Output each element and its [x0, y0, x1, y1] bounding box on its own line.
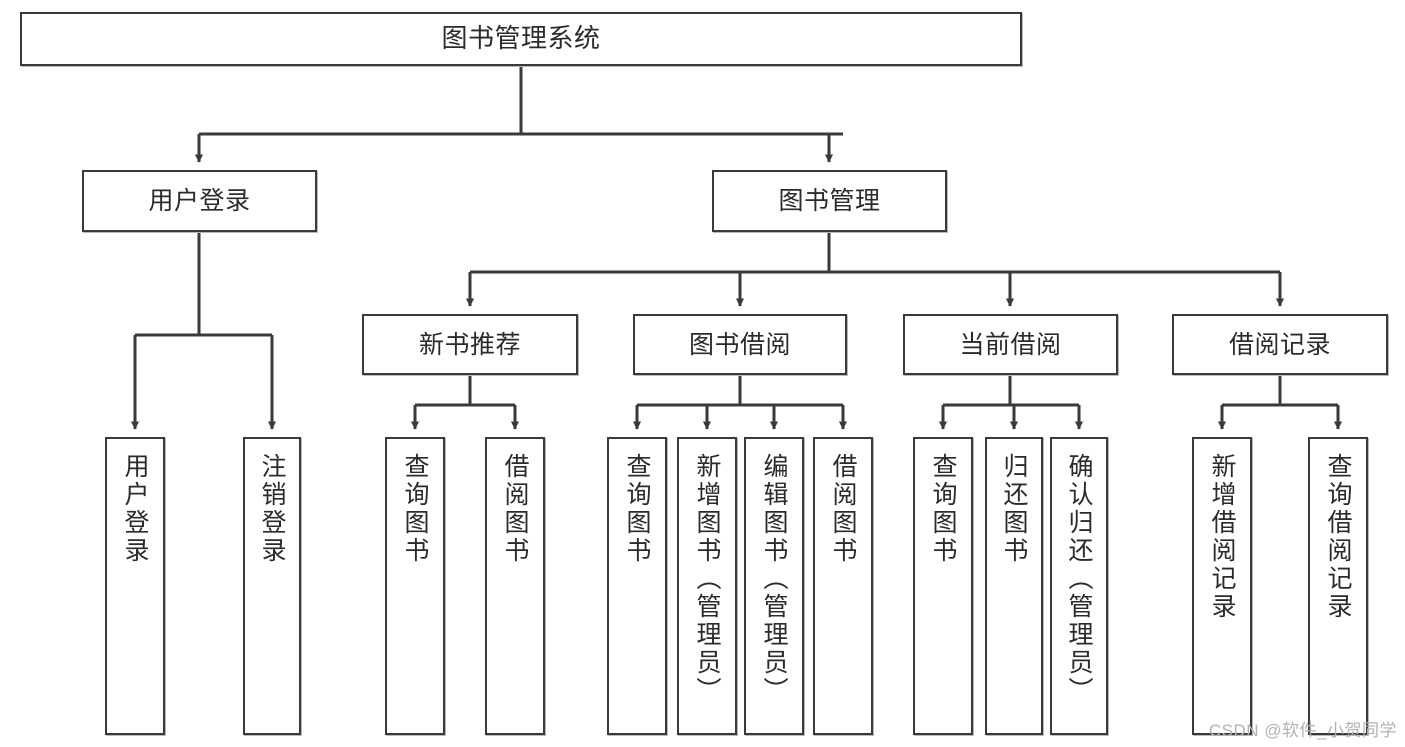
node-leaf-borrow-book-label: 借阅图书 [829, 453, 857, 565]
node-leaf-current-confirm-return-label: 确认归还（管理员） [1065, 453, 1093, 705]
node-current-borrow-label: 当前借阅 [959, 330, 1062, 359]
node-borrow-records[interactable]: 借阅记录 [1172, 314, 1388, 375]
node-book-borrow-label: 图书借阅 [688, 330, 791, 359]
node-book-borrow[interactable]: 图书借阅 [633, 314, 847, 375]
node-leaf-borrow-book[interactable]: 借阅图书 [813, 437, 873, 735]
node-leaf-current-return-label: 归还图书 [1000, 453, 1028, 565]
node-leaf-borrow-add-book-label: 新增图书（管理员） [693, 453, 721, 705]
node-user-login[interactable]: 用户登录 [82, 170, 317, 232]
node-leaf-record-add[interactable]: 新增借阅记录 [1192, 437, 1252, 735]
node-leaf-user-login-label: 用户登录 [121, 453, 149, 565]
node-leaf-record-add-label: 新增借阅记录 [1208, 453, 1236, 621]
node-book-management[interactable]: 图书管理 [712, 170, 947, 232]
node-leaf-borrow-add-book[interactable]: 新增图书（管理员） [677, 437, 737, 735]
node-new-book-recommend[interactable]: 新书推荐 [362, 314, 578, 375]
node-user-login-label: 用户登录 [148, 187, 251, 215]
node-leaf-newbook-borrow[interactable]: 借阅图书 [485, 437, 545, 735]
node-leaf-record-query-label: 查询借阅记录 [1324, 453, 1352, 621]
node-borrow-records-label: 借阅记录 [1228, 330, 1331, 359]
node-current-borrow[interactable]: 当前借阅 [903, 314, 1118, 375]
node-leaf-borrow-query-label: 查询图书 [623, 453, 651, 565]
node-leaf-current-confirm-return[interactable]: 确认归还（管理员） [1050, 437, 1108, 735]
node-leaf-user-logout[interactable]: 注销登录 [243, 437, 301, 735]
node-root-label: 图书管理系统 [441, 23, 601, 54]
node-new-book-recommend-label: 新书推荐 [418, 330, 521, 359]
node-leaf-current-query[interactable]: 查询图书 [913, 437, 973, 735]
node-leaf-borrow-edit-book[interactable]: 编辑图书（管理员） [744, 437, 804, 735]
node-leaf-user-logout-label: 注销登录 [258, 453, 286, 565]
node-leaf-newbook-query[interactable]: 查询图书 [385, 437, 445, 735]
node-leaf-user-login[interactable]: 用户登录 [105, 437, 165, 735]
node-leaf-newbook-query-label: 查询图书 [401, 453, 429, 565]
node-leaf-borrow-query[interactable]: 查询图书 [607, 437, 667, 735]
node-root[interactable]: 图书管理系统 [20, 12, 1022, 66]
node-book-management-label: 图书管理 [778, 187, 881, 215]
node-leaf-record-query[interactable]: 查询借阅记录 [1308, 437, 1368, 735]
csdn-watermark: CSDN @软件_小贺同学 [1208, 721, 1397, 740]
node-leaf-newbook-borrow-label: 借阅图书 [501, 453, 529, 565]
node-leaf-current-return[interactable]: 归还图书 [985, 437, 1043, 735]
node-leaf-current-query-label: 查询图书 [929, 453, 957, 565]
node-leaf-borrow-edit-book-label: 编辑图书（管理员） [760, 453, 788, 705]
